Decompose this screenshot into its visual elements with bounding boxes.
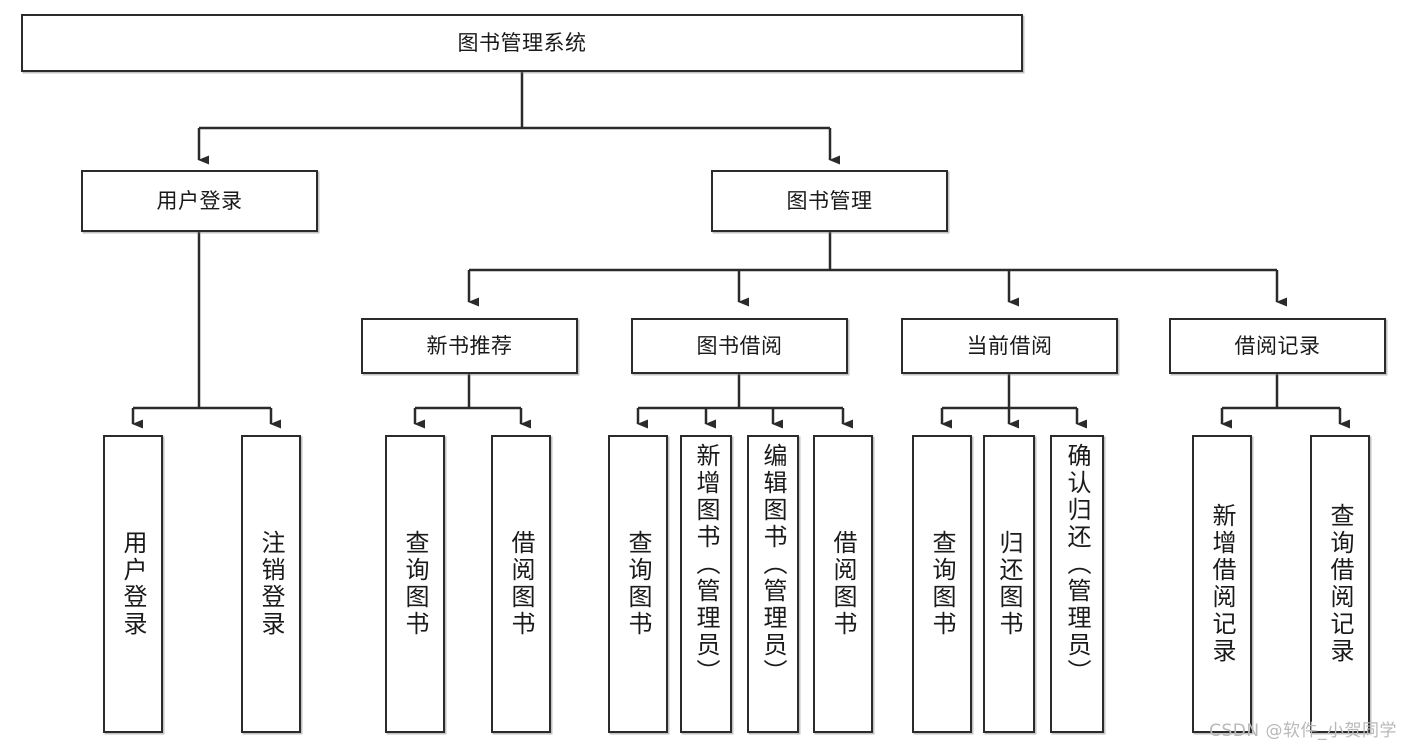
node-label: 新增图书（管理员）: [692, 443, 720, 686]
node-label: 图书管理: [786, 188, 873, 213]
node-book-borrow[interactable]: 图书借阅: [631, 318, 848, 374]
leaf-confirm-return-admin[interactable]: 确认归还（管理员）: [1050, 435, 1104, 733]
node-book-management[interactable]: 图书管理: [711, 170, 948, 232]
node-label: 新书推荐: [426, 333, 513, 358]
node-new-book-recommend[interactable]: 新书推荐: [361, 318, 578, 374]
node-label: 查询图书: [928, 530, 956, 638]
node-label: 用户登录: [156, 188, 243, 213]
node-label: 归还图书: [995, 530, 1023, 638]
leaf-borrow-book-recommend[interactable]: 借阅图书: [491, 435, 551, 733]
node-label: 图书管理系统: [457, 30, 587, 55]
leaf-edit-book-admin[interactable]: 编辑图书（管理员）: [747, 435, 799, 733]
node-label: 用户登录: [119, 530, 147, 638]
node-label: 当前借阅: [966, 333, 1053, 358]
node-borrow-record[interactable]: 借阅记录: [1169, 318, 1386, 374]
leaf-query-book-recommend[interactable]: 查询图书: [385, 435, 445, 733]
node-label: 新增借阅记录: [1208, 503, 1236, 665]
leaf-logout[interactable]: 注销登录: [241, 435, 301, 733]
leaf-add-borrow-record[interactable]: 新增借阅记录: [1192, 435, 1252, 733]
csdn-watermark: CSDN @软件_小贺同学: [1209, 721, 1397, 741]
node-label: 编辑图书（管理员）: [759, 443, 787, 686]
node-label: 查询图书: [401, 530, 429, 638]
node-label: 借阅图书: [829, 530, 857, 638]
node-label: 查询图书: [624, 530, 652, 638]
leaf-add-book-admin[interactable]: 新增图书（管理员）: [680, 435, 732, 733]
leaf-user-login[interactable]: 用户登录: [103, 435, 163, 733]
leaf-borrow-book[interactable]: 借阅图书: [813, 435, 873, 733]
leaf-query-borrow-record[interactable]: 查询借阅记录: [1310, 435, 1370, 733]
leaf-query-book-current[interactable]: 查询图书: [912, 435, 972, 733]
node-label: 确认归还（管理员）: [1063, 443, 1091, 686]
node-root-system[interactable]: 图书管理系统: [21, 14, 1023, 72]
leaf-return-book[interactable]: 归还图书: [983, 435, 1035, 733]
node-label: 图书借阅: [696, 333, 783, 358]
node-label: 注销登录: [257, 530, 285, 638]
leaf-query-book-borrow[interactable]: 查询图书: [608, 435, 668, 733]
node-label: 借阅记录: [1234, 333, 1321, 358]
node-label: 借阅图书: [507, 530, 535, 638]
node-label: 查询借阅记录: [1326, 503, 1354, 665]
node-current-borrow[interactable]: 当前借阅: [901, 318, 1118, 374]
node-user-login[interactable]: 用户登录: [81, 170, 318, 232]
